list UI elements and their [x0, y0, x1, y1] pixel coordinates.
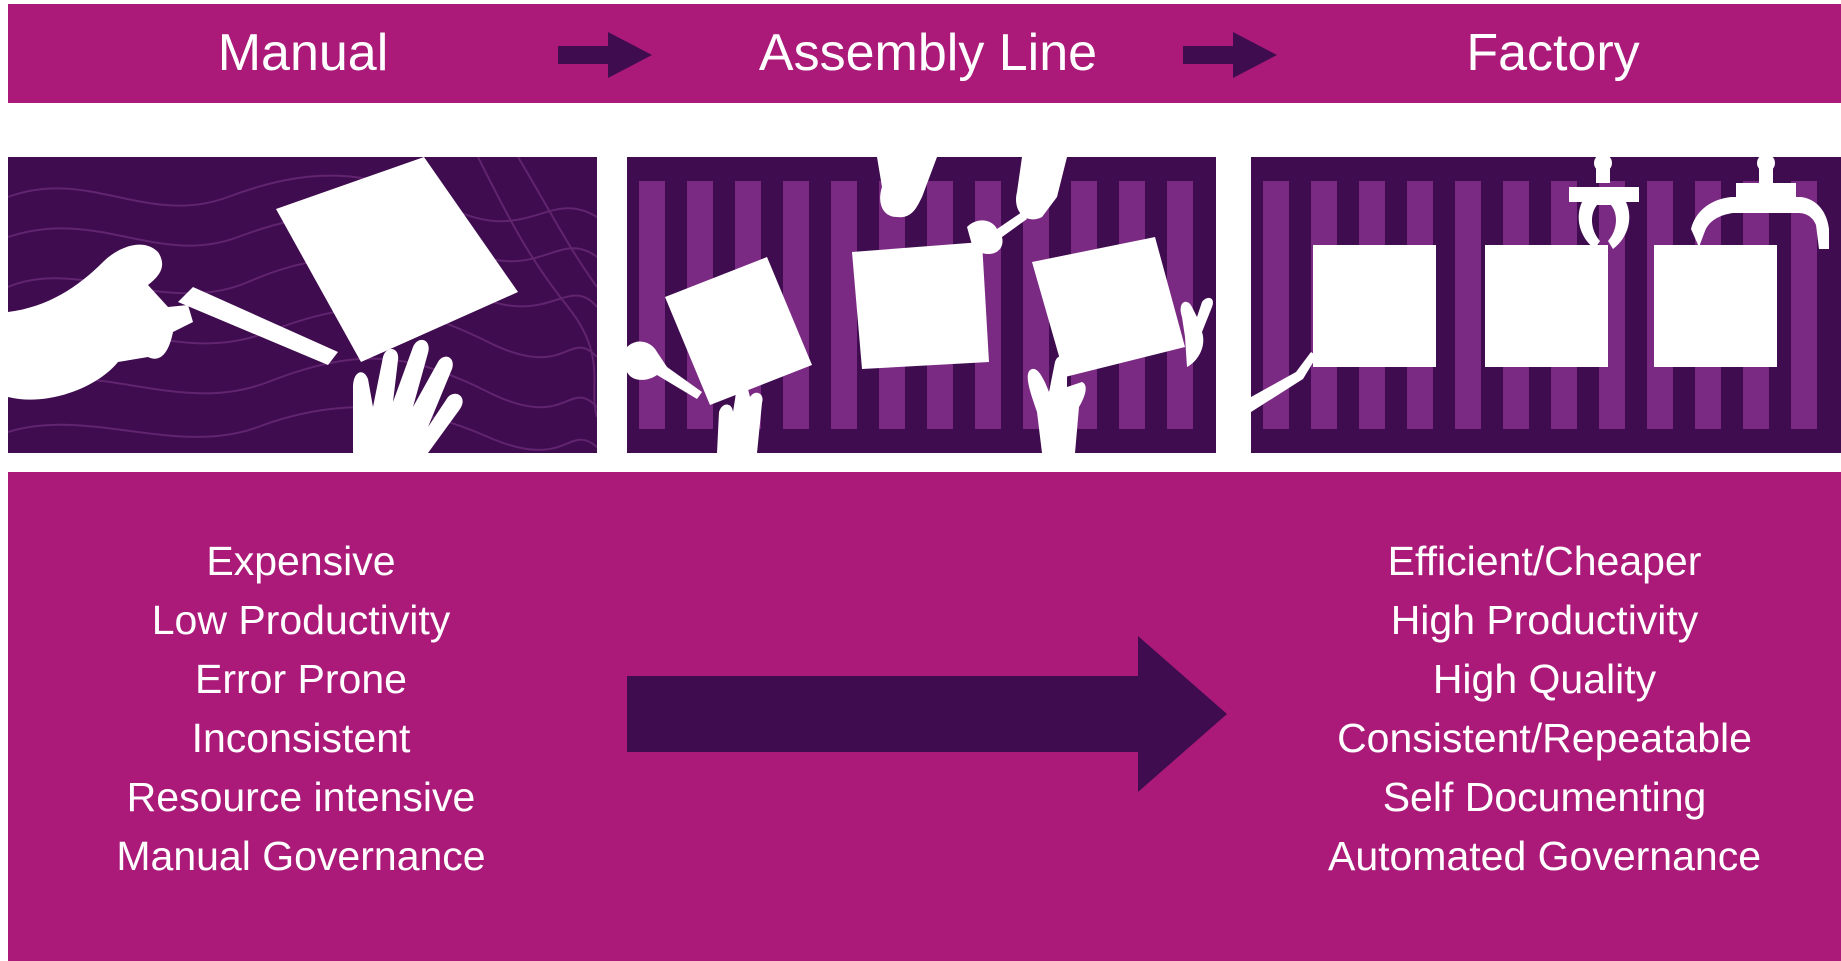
list-item: Manual Governance: [116, 833, 486, 879]
list-item: Expensive: [206, 538, 396, 584]
right-arrow-icon: [1183, 32, 1277, 78]
list-item: Error Prone: [195, 656, 407, 702]
right-arrow-icon: [558, 32, 652, 78]
list-item: Inconsistent: [191, 715, 411, 761]
list-item: Self Documenting: [1382, 774, 1707, 820]
assembly-line-icon: [627, 157, 1216, 453]
list-item: Efficient/Cheaper: [1387, 538, 1702, 584]
manual-illustration: [8, 157, 597, 453]
manual-traits-list: Expensive Low Productivity Error Prone I…: [8, 532, 594, 886]
stage-title-manual: Manual: [217, 24, 389, 82]
factory-illustration: [1251, 157, 1841, 453]
comparison-section: Expensive Low Productivity Error Prone I…: [8, 472, 1841, 961]
list-item: Low Productivity: [151, 597, 451, 643]
stage-banner: Manual Assembly Line Factory: [8, 4, 1841, 103]
factory-robot-icon: [1251, 157, 1841, 453]
stage-title-factory: Factory: [1466, 24, 1640, 82]
list-item: High Productivity: [1390, 597, 1699, 643]
assembly-line-illustration: [627, 157, 1216, 453]
stage-title-assembly-line: Assembly Line: [758, 24, 1098, 82]
big-right-arrow-icon: [627, 636, 1227, 792]
factory-traits-list: Efficient/Cheaper High Productivity High…: [1248, 532, 1841, 886]
list-item: High Quality: [1432, 656, 1657, 702]
list-item: Automated Governance: [1327, 833, 1762, 879]
list-item: Consistent/Repeatable: [1337, 715, 1752, 761]
manual-craft-icon: [8, 157, 597, 453]
list-item: Resource intensive: [126, 774, 476, 820]
